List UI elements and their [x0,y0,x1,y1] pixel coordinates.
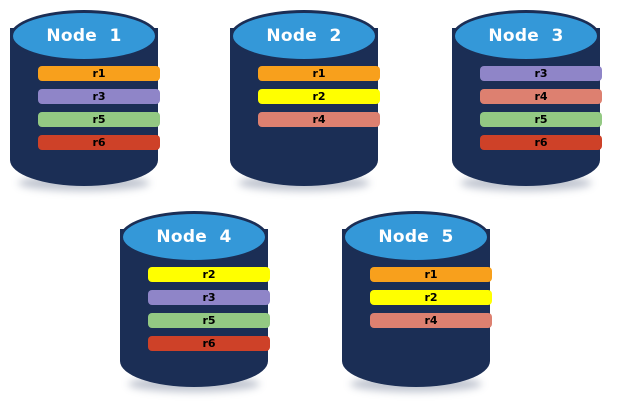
database-node-cylinder[interactable]: Node 1 r1 r3 r5 r6 [10,8,160,193]
partition-bar[interactable]: r2 [148,267,270,282]
database-node-cylinder[interactable]: Node 4 r2 r3 r5 r6 [120,209,270,394]
cylinder-top-ellipse [120,211,268,263]
database-node-cylinder[interactable]: Node 2 r1 r2 r4 [230,8,380,193]
partition-bar[interactable]: r1 [38,66,160,81]
node-title-label: Node 5 [378,227,454,247]
partition-bar[interactable]: r4 [258,112,380,127]
database-node-cylinder[interactable]: Node 5 r1 r2 r4 [342,209,492,394]
cylinder-top-ellipse [10,10,158,62]
partition-bar-list: r3 r4 r5 r6 [480,66,602,150]
node-title-label: Node 1 [46,26,122,46]
partition-bar[interactable]: r3 [38,89,160,104]
partition-bar[interactable]: r5 [480,112,602,127]
partition-bar[interactable]: r6 [38,135,160,150]
partition-bar[interactable]: r4 [480,89,602,104]
partition-bar[interactable]: r5 [38,112,160,127]
partition-bar[interactable]: r5 [148,313,270,328]
cylinder-top-ellipse [342,211,490,263]
partition-bar-list: r1 r2 r4 [370,267,492,328]
cylinder-top-ellipse [452,10,600,62]
node-title-label: Node 2 [266,26,342,46]
partition-bar[interactable]: r3 [148,290,270,305]
partition-bar[interactable]: r6 [148,336,270,351]
partition-bar-list: r1 r3 r5 r6 [38,66,160,150]
database-node-cylinder[interactable]: Node 3 r3 r4 r5 r6 [452,8,602,193]
partition-bar[interactable]: r6 [480,135,602,150]
node-title-label: Node 3 [488,26,564,46]
partition-bar-list: r1 r2 r4 [258,66,380,127]
partition-bar-list: r2 r3 r5 r6 [148,267,270,351]
partition-bar[interactable]: r2 [258,89,380,104]
partition-bar[interactable]: r1 [258,66,380,81]
partition-bar[interactable]: r4 [370,313,492,328]
partition-bar[interactable]: r2 [370,290,492,305]
partition-bar[interactable]: r1 [370,267,492,282]
node-title-label: Node 4 [156,227,232,247]
cylinder-top-ellipse [230,10,378,62]
partition-bar[interactable]: r3 [480,66,602,81]
